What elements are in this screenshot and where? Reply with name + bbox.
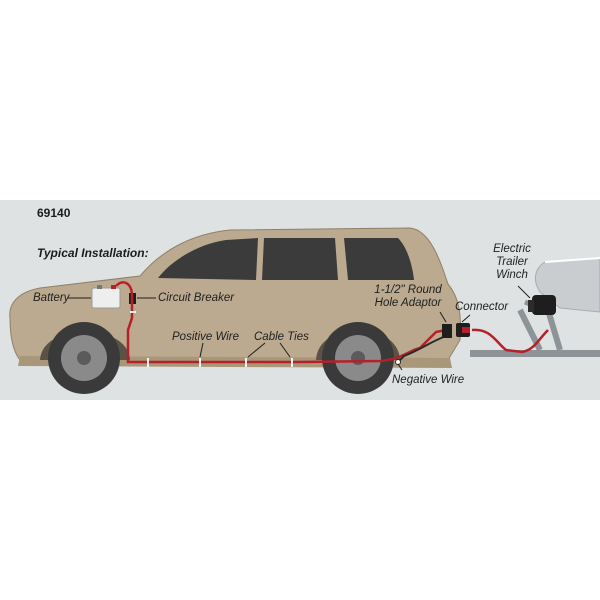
circuit-breaker-label: Circuit Breaker — [158, 292, 235, 304]
negative-wire-label: Negative Wire — [392, 374, 465, 386]
cable-ties — [130, 311, 293, 367]
hole-adaptor-label: 1-1/2" Round Hole Adaptor — [374, 284, 442, 309]
battery-icon — [91, 285, 121, 309]
front-wheel — [48, 322, 120, 394]
leader-lines — [68, 285, 531, 371]
winch-icon — [528, 295, 556, 315]
connector-label: Connector — [455, 301, 509, 313]
part-number: 69140 — [37, 206, 71, 220]
rear-wheel — [322, 322, 394, 394]
positive-wire-label: Positive Wire — [172, 331, 239, 343]
negative-wire — [397, 335, 447, 363]
cable-ties-label: Cable Ties — [254, 331, 309, 343]
hole-adaptor-icon — [442, 324, 452, 338]
battery-label: Battery — [33, 292, 70, 304]
winch-label: Electric Trailer Winch — [493, 243, 531, 281]
positive-wire — [115, 281, 447, 364]
installation-illustration — [9, 227, 600, 394]
connector-icon — [456, 323, 470, 337]
diagram-panel: 69140 Typical Installation: — [0, 200, 600, 400]
installation-title: Typical Installation: — [37, 246, 149, 260]
trailer-positive-wire — [471, 328, 549, 354]
vehicle-windows — [158, 238, 414, 280]
